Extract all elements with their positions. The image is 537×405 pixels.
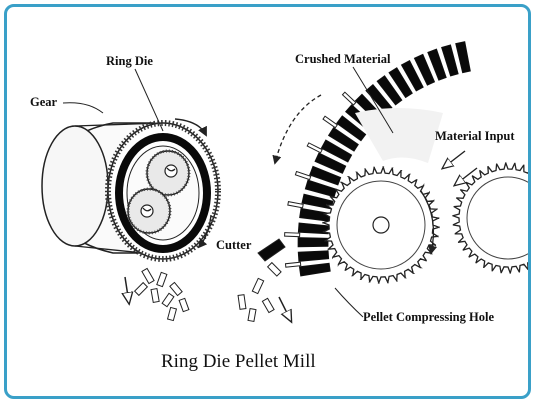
ring-die-cross-section	[238, 42, 531, 322]
gear-teeth	[453, 163, 531, 273]
pellets-right	[238, 263, 281, 322]
gear-axle-hole	[373, 217, 389, 233]
leader-pellet-hole	[335, 288, 363, 317]
label-material-input: Material Input	[435, 129, 515, 143]
diagram-caption: Ring Die Pellet Mill	[161, 351, 316, 372]
extruded-pellet-fill	[344, 94, 354, 104]
press-roller-upper	[147, 151, 189, 195]
label-gear: Gear	[30, 95, 58, 109]
die-segment	[298, 251, 329, 262]
press-roller-lower	[128, 189, 170, 233]
extruded-pellet-fill	[285, 234, 299, 235]
leader-gear	[63, 103, 103, 113]
label-ring-die: Ring Die	[106, 54, 153, 68]
label-cutter: Cutter	[216, 238, 252, 252]
label-crushed-material: Crushed Material	[295, 52, 391, 66]
material-input-arrow-1	[443, 151, 465, 168]
diagram-frame: Gear Ring Die Crushed Material	[4, 4, 531, 399]
rotation-arrow-die	[275, 95, 321, 163]
die-segment	[456, 42, 471, 73]
press-roller-section	[323, 167, 439, 283]
die-segment	[299, 263, 330, 276]
cutter-blade	[258, 239, 285, 261]
leader-ring-die	[135, 69, 163, 131]
press-roller-right-partial	[453, 163, 531, 273]
pellet-fall-arrow-right	[279, 297, 291, 321]
die-segment	[298, 238, 328, 247]
ring-die-assembly	[42, 119, 218, 321]
material-region	[355, 108, 443, 163]
extruded-pellet-fill	[324, 118, 335, 126]
extruded-pellet-fill	[286, 264, 300, 265]
label-pellet-compressing-hole: Pellet Compressing Hole	[363, 310, 494, 324]
pellets-left	[135, 268, 189, 320]
gear-end-face	[42, 126, 108, 246]
pellet-fall-arrow-left	[125, 277, 129, 303]
ring-die-diagram: Gear Ring Die Crushed Material	[7, 7, 531, 399]
